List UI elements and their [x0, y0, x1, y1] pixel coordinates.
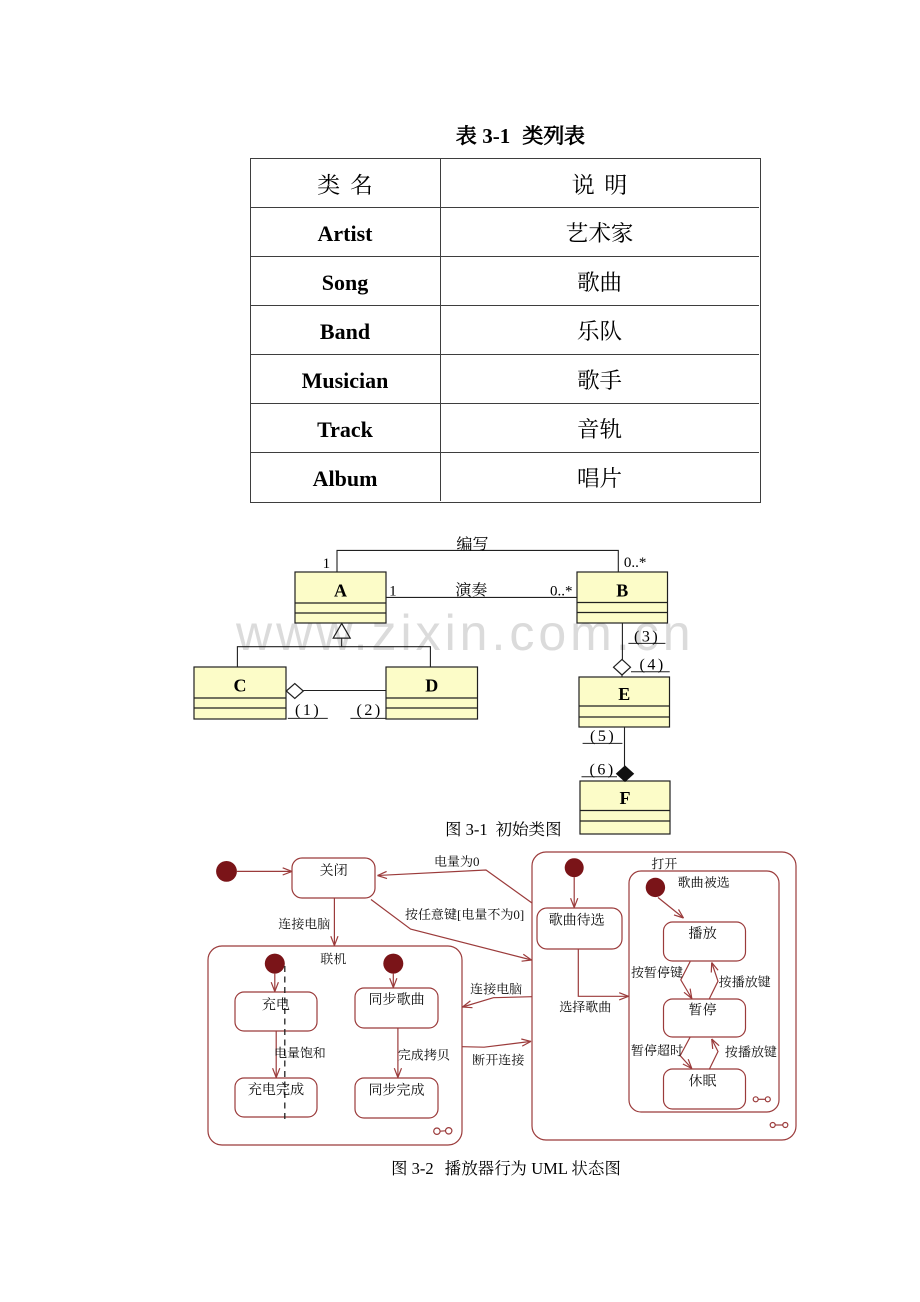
svg-text:暂停超时: 暂停超时 — [631, 1043, 683, 1058]
svg-text:(5): (5) — [590, 728, 616, 745]
svg-text:按播放键: 按播放键 — [719, 975, 771, 990]
svg-text:选择歌曲: 选择歌曲 — [559, 1000, 611, 1015]
svg-text:E: E — [618, 684, 630, 704]
svg-text:(6): (6) — [590, 762, 616, 779]
svg-text:暂停: 暂停 — [689, 1002, 717, 1019]
svg-text:连接电脑: 连接电脑 — [278, 917, 330, 932]
svg-text:关闭: 关闭 — [320, 863, 348, 879]
svg-text:(3): (3) — [634, 629, 660, 646]
svg-text:编写: 编写 — [457, 536, 489, 554]
svg-text:1: 1 — [389, 584, 397, 600]
svg-text:www.zixin.com.cn: www.zixin.com.cn — [235, 605, 695, 661]
svg-text:同步完成: 同步完成 — [369, 1082, 425, 1099]
svg-text:连接电脑: 连接电脑 — [470, 982, 522, 997]
svg-text:打开: 打开 — [651, 857, 677, 872]
svg-text:电量为0: 电量为0 — [434, 854, 480, 869]
svg-text:0..*: 0..* — [550, 584, 573, 600]
svg-text:充电: 充电 — [262, 997, 290, 1013]
svg-text:(4): (4) — [640, 657, 666, 674]
svg-text:同步歌曲: 同步歌曲 — [369, 991, 425, 1008]
svg-text:F: F — [620, 788, 631, 808]
svg-text:按任意键[电量不为0]: 按任意键[电量不为0] — [405, 907, 524, 922]
svg-text:完成拷贝: 完成拷贝 — [398, 1048, 450, 1063]
svg-text:D: D — [425, 676, 438, 696]
svg-text:播放: 播放 — [689, 926, 717, 942]
svg-text:歌曲待选: 歌曲待选 — [549, 913, 605, 929]
svg-text:按播放键: 按播放键 — [725, 1045, 777, 1060]
svg-text:充电完成: 充电完成 — [248, 1082, 304, 1098]
svg-text:歌曲被选: 歌曲被选 — [678, 875, 730, 890]
svg-text:按暂停键: 按暂停键 — [631, 965, 683, 980]
svg-text:(2): (2) — [357, 702, 383, 719]
svg-text:电量饱和: 电量饱和 — [274, 1046, 326, 1061]
svg-text:休眠: 休眠 — [689, 1074, 717, 1090]
svg-text:0..*: 0..* — [624, 555, 647, 571]
svg-text:C: C — [234, 676, 247, 696]
svg-text:A: A — [334, 581, 347, 601]
svg-text:断开连接: 断开连接 — [472, 1053, 524, 1068]
svg-text:B: B — [616, 581, 628, 601]
svg-text:(1): (1) — [295, 702, 321, 719]
svg-text:1: 1 — [323, 556, 331, 572]
svg-text:联机: 联机 — [320, 952, 348, 967]
svg-text:演奏: 演奏 — [455, 582, 487, 600]
